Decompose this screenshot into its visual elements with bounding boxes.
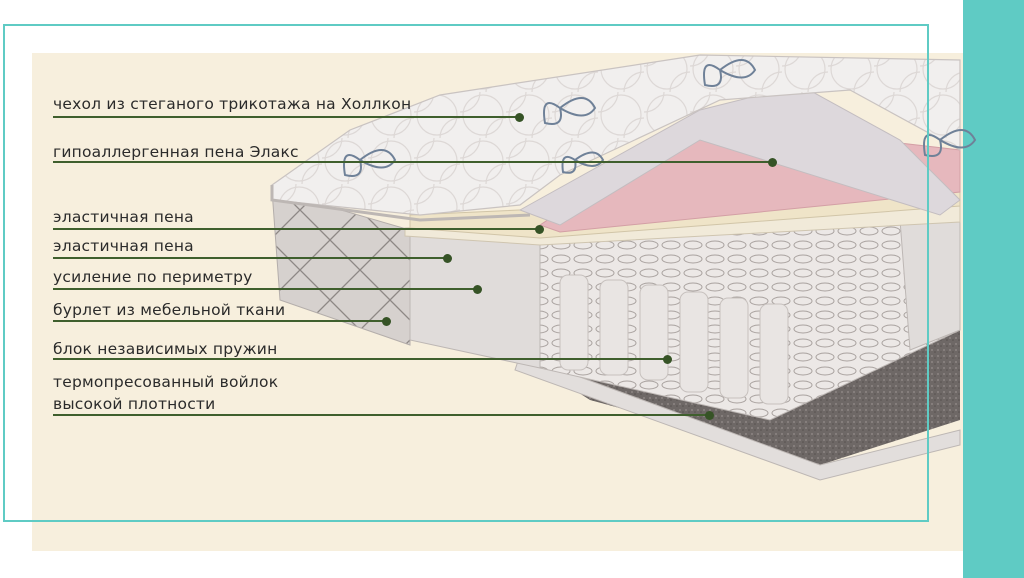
leader-dot-quilted-cover [514,112,524,122]
label-perimeter-reinforcement: усиление по периметру [53,268,253,286]
quilted-cover-shape [271,54,961,216]
label-furniture-fabric-piping: бурлет из мебельной ткани [53,301,286,319]
leader-line-hypoallergenic-foam [53,161,772,163]
leader-dot-elastic-foam-1 [534,224,544,234]
leader-dot-furniture-fabric-piping [381,316,391,326]
label-thermo-felt-line-1: термопресованный войлок [53,373,279,391]
leader-dot-hypoallergenic-foam [767,157,777,167]
leader-line-elastic-foam-1 [53,228,539,230]
leader-line-quilted-cover [53,116,519,118]
label-quilted-cover: чехол из стеганого трикотажа на Холлкон [53,95,412,113]
leader-line-elastic-foam-2 [53,257,447,259]
leader-dot-independent-spring-block [662,354,672,364]
leader-dot-thermo-felt [704,410,714,420]
peeled-cover-underside [518,84,961,226]
side-accent-bar [963,0,1024,578]
label-elastic-foam-1: эластичная пена [53,208,194,226]
spring-columns [559,274,789,405]
leader-dot-elastic-foam-2 [442,253,452,263]
label-hypoallergenic-foam: гипоаллергенная пена Элакс [53,143,299,161]
label-independent-spring-block: блок независимых пружин [53,340,278,358]
mattress-bottom-edge [514,354,961,481]
label-thermo-felt-line-2: высокой плотности [53,395,216,413]
leader-line-perimeter-reinforcement [53,288,477,290]
label-elastic-foam-2: эластичная пена [53,237,194,255]
leader-dot-perimeter-reinforcement [472,284,482,294]
leader-line-independent-spring-block [53,358,667,360]
cover-edge [270,185,531,222]
leader-line-furniture-fabric-piping [53,320,386,322]
outline-frame [3,24,929,522]
leader-line-thermo-felt [53,414,709,416]
